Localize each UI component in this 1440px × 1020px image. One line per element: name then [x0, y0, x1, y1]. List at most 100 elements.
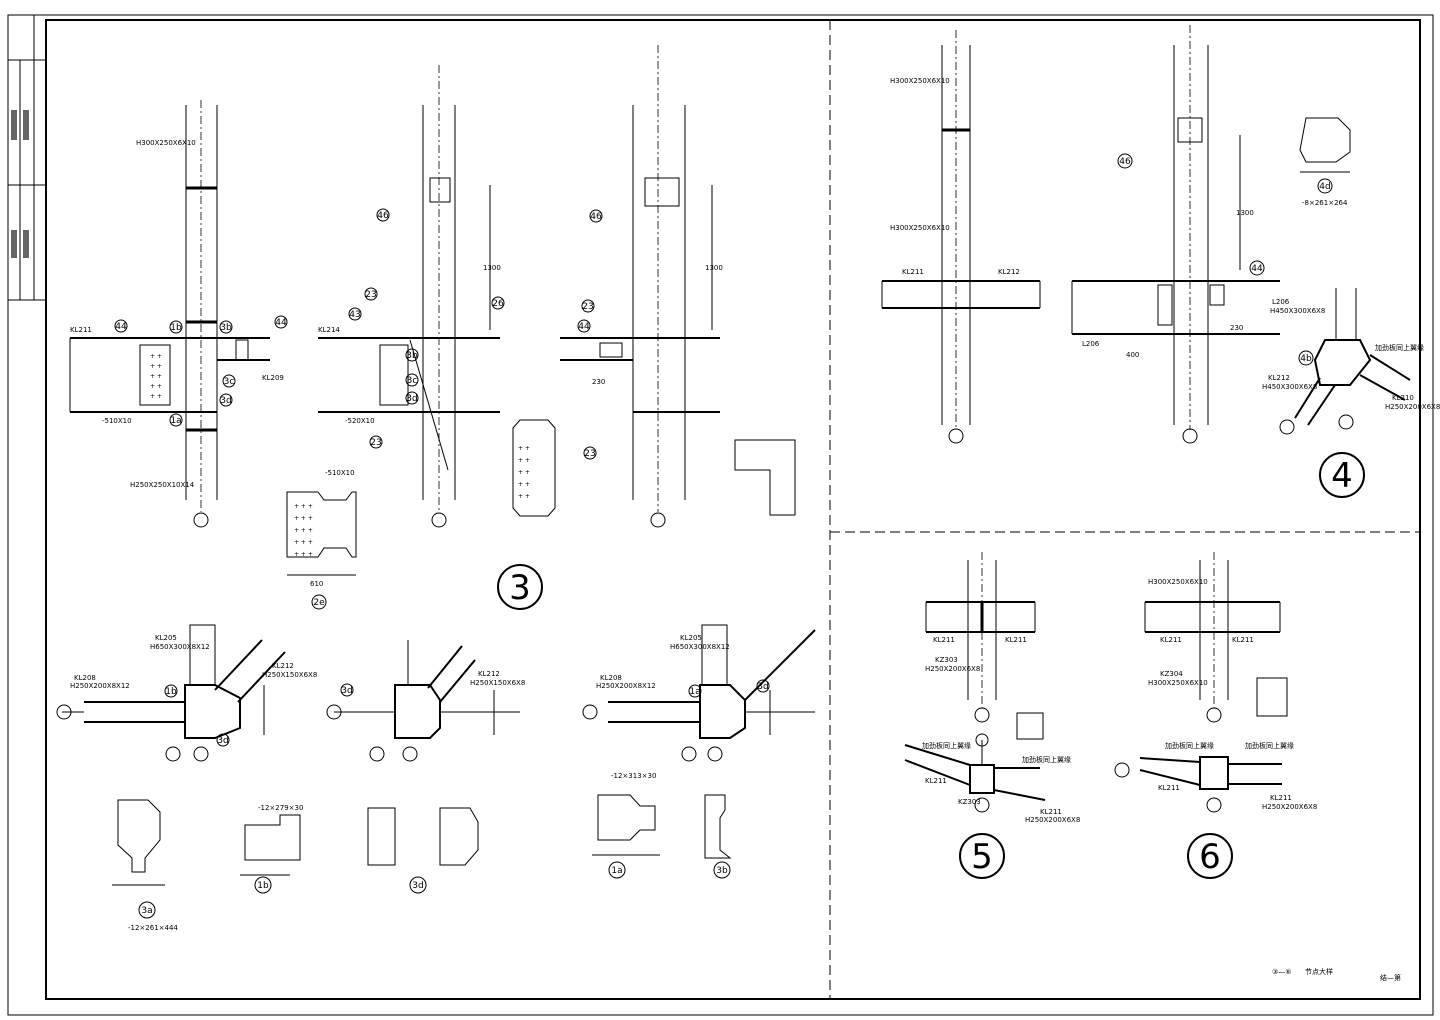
detail-2e-tag: 2e	[313, 598, 325, 608]
svg-text:+ + +: + + +	[294, 515, 313, 522]
detail-1a-tag: 1a	[611, 866, 622, 876]
column-elevation-a: + ++ ++ ++ ++ +	[69, 100, 288, 528]
label-h300-6b: H300X250X6X10	[1148, 679, 1208, 687]
label-kl209: KL209	[262, 374, 284, 382]
label-kl212-spec-b: H250X150X6X8	[470, 679, 525, 687]
caption-range: ③—⑥	[1272, 968, 1292, 976]
label-kl211-6a: KL211	[1160, 636, 1182, 644]
column-elevation-d	[881, 30, 1041, 444]
svg-text:+ +: + +	[518, 481, 530, 488]
gusset-detail-1b	[240, 814, 301, 894]
section-5-label: 5	[971, 837, 993, 877]
label-kl211-a: KL211	[70, 326, 92, 334]
bubble-3d-plan: 3d	[217, 736, 228, 746]
column-elevation-c	[560, 45, 720, 528]
svg-text:+ + +: + + +	[294, 551, 313, 558]
label-h450-e: H450X300X6X8	[1262, 383, 1317, 391]
label-h250-5b: H250X200X6X8	[1025, 816, 1080, 824]
svg-text:+ + +: + + +	[294, 527, 313, 534]
label-plate-520: -520X10	[345, 417, 375, 425]
svg-text:+ +: + +	[150, 383, 162, 390]
svg-text:+ +: + +	[518, 469, 530, 476]
label-plate-12-279: -12×279×30	[258, 804, 303, 812]
plate-detail-4d	[1299, 117, 1351, 194]
label-kl211-5d: KL211	[1040, 808, 1062, 816]
label-kl211-5c: KL211	[925, 777, 947, 785]
label-kl211-6d: KL211	[1270, 794, 1292, 802]
label-kl211-6b: KL211	[1232, 636, 1254, 644]
svg-text:+ +: + +	[150, 373, 162, 380]
label-col-h300-d2: H300X250X6X10	[890, 224, 950, 232]
plan-node-e	[1279, 288, 1411, 435]
label-plate-12-313: -12×313×30	[611, 772, 656, 780]
section-3-label: 3	[509, 568, 531, 608]
label-dim-400: 400	[1126, 351, 1139, 359]
bubble-46-e: 46	[1119, 157, 1131, 167]
bubble-3c-a: 3c	[224, 377, 235, 387]
label-kl211-5a: KL211	[933, 636, 955, 644]
label-dim-610: 610	[310, 580, 323, 588]
gusset-detail-3a	[112, 799, 165, 919]
label-plate-4b: -8×261×264	[1302, 199, 1348, 207]
caption-title: 节点大样	[1305, 967, 1333, 976]
label-kl211-6c: KL211	[1158, 784, 1180, 792]
label-note-weld-6: 加劲板同上翼缘	[1165, 741, 1214, 750]
bubble-44-a: 44	[115, 322, 127, 332]
label-l206-b: L206	[1272, 298, 1290, 306]
bubble-1a-a: 1a	[170, 416, 181, 426]
label-plate-12-261: -12×261×444	[128, 924, 178, 932]
label-kl211-5b: KL211	[1005, 636, 1027, 644]
bubble-23-c2: 23	[584, 449, 595, 459]
gusset-detail-3d	[367, 807, 479, 894]
label-kl212-d: KL212	[998, 268, 1020, 276]
bubble-46-c: 46	[590, 212, 602, 222]
section-4-circle	[1319, 452, 1365, 498]
label-kl208-c: KL208	[600, 674, 622, 682]
detail-3d-tag: 3d	[412, 881, 423, 891]
section-5-circle	[959, 833, 1005, 879]
column-elevation-b	[318, 65, 505, 528]
bubble-46-b: 46	[377, 211, 389, 221]
bubble-43-b: 43	[349, 310, 360, 320]
section-3-circle	[497, 564, 543, 610]
label-note-weld-6b: 加劲板同上翼缘	[1245, 741, 1294, 750]
section-6-label: 6	[1199, 837, 1221, 877]
label-note-weld-e: 加劲板同上翼缘	[1375, 343, 1424, 352]
column-elevation-6	[1144, 552, 1288, 723]
detail-3b-tag: 3b	[716, 866, 728, 876]
label-dim-230-e: 230	[1230, 324, 1243, 332]
plate-detail-corner	[734, 439, 796, 516]
label-kl212-spec-a: H250X150X6X8	[262, 671, 317, 679]
bubble-1b-plan: 1b	[165, 687, 177, 697]
bubble-23-b2: 23	[370, 438, 381, 448]
label-kl205-a: KL205	[155, 634, 177, 642]
label-kl205-spec-a: H650X300X8X12	[150, 643, 210, 651]
bubble-3d-planb: 3d	[341, 686, 352, 696]
bubble-26-b: 26	[492, 299, 504, 309]
label-kl212-b: KL212	[478, 670, 500, 678]
gusset-detail-3b	[704, 794, 732, 879]
drawing-frame	[45, 19, 1421, 1000]
bubble-23-b: 23	[365, 290, 376, 300]
title-strip-marks	[11, 110, 29, 258]
plan-node-6	[1114, 756, 1282, 813]
label-kl212-a: KL212	[272, 662, 294, 670]
label-kl211-d: KL211	[902, 268, 924, 276]
label-dim-1300-e: 1300	[1236, 209, 1254, 217]
label-kl208-a: KL208	[74, 674, 96, 682]
label-kz303: KZ303	[935, 656, 958, 664]
bubble-3d-a: 3d	[220, 396, 231, 406]
label-kz304: KZ304	[1160, 670, 1183, 678]
label-h250-6: H250X200X6X8	[1262, 803, 1317, 811]
gusset-detail-1a	[592, 794, 660, 879]
bubble-4b-e: 4b	[1300, 354, 1312, 364]
svg-text:+ + +: + + +	[294, 503, 313, 510]
bubble-23-c: 23	[582, 302, 593, 312]
svg-text:+ +: + +	[518, 445, 530, 452]
bubble-3b-b: 3b	[406, 351, 418, 361]
plan-node-b	[326, 640, 520, 762]
section-4-label: 4	[1331, 456, 1353, 496]
label-plate-510-2e: -510X10	[325, 469, 355, 477]
label-kl212-e: KL212	[1268, 374, 1290, 382]
